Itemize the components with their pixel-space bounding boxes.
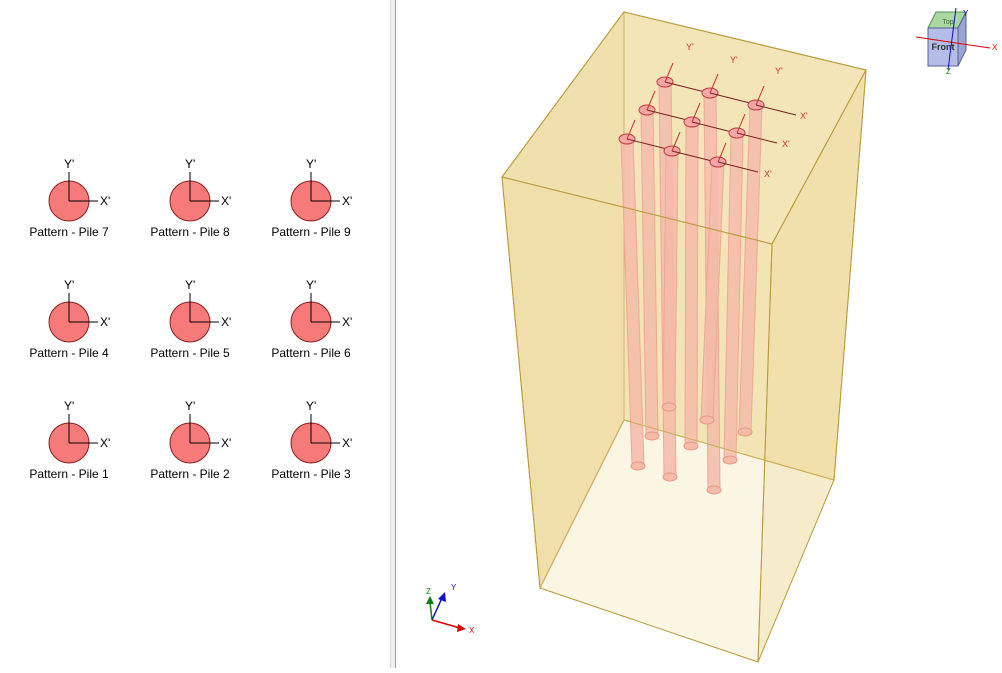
triad-x-axis: [431, 619, 461, 629]
triad-z-label: Z: [426, 587, 431, 596]
view-cube-x-label: X: [992, 43, 998, 52]
view-cube-front-label: Front: [932, 42, 955, 52]
pile-tip: [722, 455, 738, 465]
view-cube-top-label: Top: [942, 19, 953, 26]
pattern-label: Pattern - Pile 9: [271, 225, 351, 239]
view-cube-front-face[interactable]: [927, 27, 959, 67]
triad-z-axis: [429, 601, 433, 621]
pattern-pile-9[interactable]: Y' X' Pattern - Pile 9: [256, 152, 366, 252]
triad-x-arrow: [457, 624, 466, 632]
x-axis-label: X': [221, 436, 231, 450]
x-axis-label: X': [221, 315, 231, 329]
pattern-label: Pattern - Pile 5: [150, 346, 230, 360]
y-axis-label: Y': [185, 399, 195, 413]
pile-tip: [706, 485, 722, 495]
pattern-label: Pattern - Pile 7: [29, 225, 109, 239]
pattern-label: Pattern - Pile 1: [29, 467, 109, 481]
pile-head: [683, 102, 733, 133]
y-axis-label: Y': [64, 278, 74, 292]
panel-splitter[interactable]: [390, 0, 396, 668]
y-axis-label: Y': [306, 157, 316, 171]
triad-y-arrow: [438, 592, 446, 602]
pile-pattern-icon: Y' X': [169, 278, 231, 343]
pile-tip: [662, 472, 678, 482]
triad-z-arrow: [426, 596, 434, 604]
view-cube-x-axis: [915, 36, 991, 49]
y-axis-label: Y': [185, 278, 195, 292]
x-axis-label: X': [100, 194, 110, 208]
x-axis-label: X': [221, 194, 231, 208]
x-axis-label: X': [342, 194, 352, 208]
pile-tip: [683, 441, 699, 451]
y-axis-label: Y': [185, 157, 195, 171]
y-axis-label: Y': [64, 399, 74, 413]
pattern-label: Pattern - Pile 2: [150, 467, 230, 481]
pile-head: Y': [656, 42, 706, 93]
pattern-pile-1[interactable]: Y' X' Pattern - Pile 1: [14, 394, 124, 494]
3d-scene[interactable]: Y' Y' Y' X' X' X' Front Top X Y Z: [396, 0, 1002, 668]
pile-pattern-icon: Y' X': [290, 157, 352, 222]
pattern-panel: Y' X' Pattern - Pile 7 Y' X' Pattern - P…: [0, 0, 390, 668]
x-axis-label: X': [342, 436, 352, 450]
pattern-pile-2[interactable]: Y' X' Pattern - Pile 2: [135, 394, 245, 494]
pattern-pile-3[interactable]: Y' X' Pattern - Pile 3: [256, 394, 366, 494]
pile-pattern-icon: Y' X': [169, 399, 231, 464]
y-axis-label: Y': [686, 42, 694, 52]
3d-viewport[interactable]: Y' Y' Y' X' X' X' Front Top X Y Z: [396, 0, 1002, 668]
pile-tip: [699, 415, 715, 425]
pattern-label: Pattern - Pile 3: [271, 467, 351, 481]
pile-pattern-icon: Y' X': [169, 157, 231, 222]
triad-y-axis: [431, 597, 443, 621]
pile-head: [618, 119, 668, 150]
view-cube-y-label: Y: [963, 9, 969, 18]
pile-tip: [630, 461, 646, 471]
x-axis-label: X': [342, 315, 352, 329]
pattern-label: Pattern - Pile 6: [271, 346, 351, 360]
pattern-pile-5[interactable]: Y' X' Pattern - Pile 5: [135, 273, 245, 373]
x-axis-label: X': [800, 111, 808, 121]
x-axis-label: X': [764, 169, 772, 179]
view-cube[interactable]: Front Top X Y Z: [915, 7, 998, 76]
box-edge: [623, 419, 835, 481]
view-cube-y-axis: [947, 7, 957, 71]
pattern-pile-6[interactable]: Y' X' Pattern - Pile 6: [256, 273, 366, 373]
pile-head: Y' X': [747, 66, 808, 121]
pile-head: X': [728, 113, 790, 149]
y-axis-label: Y': [64, 157, 74, 171]
pile-shafts: [620, 81, 763, 490]
y-axis-label: Y': [775, 66, 783, 76]
pile-head: X': [709, 142, 772, 179]
y-axis-label: Y': [306, 278, 316, 292]
pile-heads: Y' Y' Y' X' X' X': [618, 42, 808, 179]
pile-head: Y': [701, 55, 751, 104]
pile-tips: [630, 402, 753, 495]
y-axis-label: Y': [730, 55, 738, 65]
pile-tip: [737, 427, 753, 437]
x-axis-label: X': [100, 315, 110, 329]
box-front-face: [501, 176, 773, 663]
pile-pattern-icon: Y' X': [290, 278, 352, 343]
pile-pattern-icon: Y' X': [48, 278, 110, 343]
pattern-pile-4[interactable]: Y' X' Pattern - Pile 4: [14, 273, 124, 373]
view-cube-z-label: Z: [946, 67, 951, 76]
pile-pattern-icon: Y' X': [48, 157, 110, 222]
pile-head: [638, 90, 688, 121]
x-axis-label: X': [782, 139, 790, 149]
pattern-pile-8[interactable]: Y' X' Pattern - Pile 8: [135, 152, 245, 252]
y-axis-label: Y': [306, 399, 316, 413]
pattern-pile-7[interactable]: Y' X' Pattern - Pile 7: [14, 152, 124, 252]
pile-tip: [661, 402, 677, 412]
pile-pattern-icon: Y' X': [290, 399, 352, 464]
pattern-label: Pattern - Pile 8: [150, 225, 230, 239]
pile-pattern-icon: Y' X': [48, 399, 110, 464]
x-axis-label: X': [100, 436, 110, 450]
pattern-label: Pattern - Pile 4: [29, 346, 109, 360]
pile-tip: [644, 431, 660, 441]
triad-x-label: X: [469, 626, 475, 635]
triad-y-label: Y: [451, 583, 457, 592]
coordinate-triad: X Y Z: [426, 583, 475, 635]
box-edge: [539, 419, 625, 589]
pile-head: [663, 131, 713, 162]
